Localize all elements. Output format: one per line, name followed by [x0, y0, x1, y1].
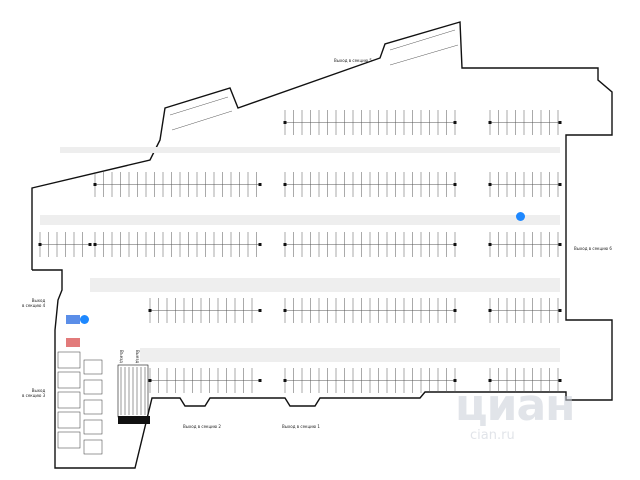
column — [283, 309, 287, 312]
ramp-label-exit: Выезд — [135, 350, 140, 364]
column — [38, 243, 42, 246]
exit-label-section-1: Выход в секцию 1 — [282, 424, 320, 429]
column — [258, 183, 262, 186]
column — [283, 243, 287, 246]
column — [258, 309, 262, 312]
column — [558, 243, 562, 246]
stair-red — [66, 338, 80, 347]
column — [453, 379, 457, 382]
ramp-hatching — [120, 367, 146, 415]
column — [93, 243, 97, 246]
ramp-label-entry: Въезд — [119, 350, 124, 363]
column — [558, 309, 562, 312]
outer-wall — [31, 21, 613, 469]
column — [453, 309, 457, 312]
column — [258, 379, 262, 382]
top-wing-stalls — [169, 29, 459, 131]
column — [93, 183, 97, 186]
watermark-logo: циан — [455, 380, 576, 431]
column — [453, 121, 457, 124]
exit-label-section-4: Выход в секцию 4 — [22, 298, 46, 308]
exit-label-section-3: Выход в секцию 3 — [22, 388, 46, 398]
column — [148, 309, 152, 312]
location-marker-left[interactable] — [80, 315, 89, 324]
column — [283, 379, 287, 382]
column — [488, 243, 492, 246]
column — [488, 121, 492, 124]
column — [488, 183, 492, 186]
stair-blue — [66, 315, 80, 324]
column — [488, 309, 492, 312]
left-service-rooms — [57, 351, 103, 455]
column — [558, 379, 562, 382]
column — [488, 379, 492, 382]
column — [258, 243, 262, 246]
exit-label-section-2: Выход в секцию 2 — [183, 424, 221, 429]
column — [558, 121, 562, 124]
ramp-gate — [118, 416, 150, 424]
column — [283, 121, 287, 124]
column — [453, 243, 457, 246]
column — [148, 379, 152, 382]
parking-stalls — [38, 110, 562, 393]
column — [558, 183, 562, 186]
location-marker-right[interactable] — [516, 212, 525, 221]
column — [453, 183, 457, 186]
column — [283, 183, 287, 186]
exit-label-section-5: Выход в секцию 5 — [334, 58, 372, 63]
exit-label-section-6: Выход в секцию 6 — [574, 246, 612, 251]
column — [88, 243, 92, 246]
watermark-subtitle: cian.ru — [470, 428, 515, 443]
